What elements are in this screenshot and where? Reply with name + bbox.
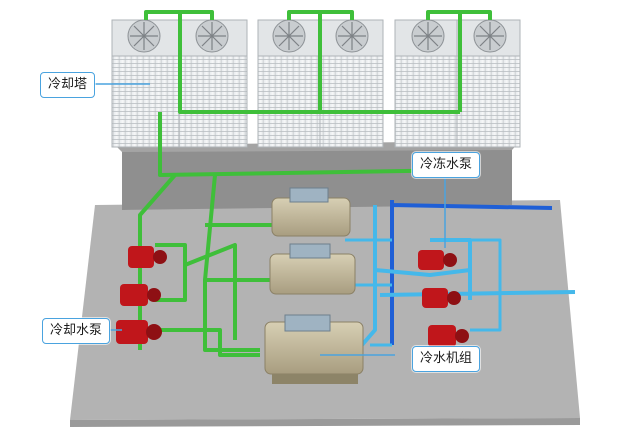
chiller-2 (269, 243, 356, 295)
chiller-3 (264, 314, 364, 384)
label-chiller-unit: 冷水机组 (412, 346, 481, 372)
chilled-water-pumps (418, 250, 469, 347)
cooling-water-pumps (116, 246, 167, 344)
chilled-water-piping (345, 200, 576, 347)
cooling-pump-2 (120, 284, 161, 306)
chiller-1 (271, 187, 351, 237)
cooling-pump-1 (128, 246, 167, 268)
label-chilled-water-pump: 冷冻水泵 (412, 152, 481, 178)
floor-front-edge (70, 418, 580, 427)
fan-icon (272, 19, 306, 53)
fan-icon (335, 19, 369, 53)
label-cooling-water-pump: 冷却水泵 (42, 318, 111, 344)
chilled-pump-3 (428, 325, 469, 347)
cooling-tower-3 (394, 19, 521, 148)
cooling-pump-3 (116, 320, 162, 344)
fan-icon (195, 19, 229, 53)
chiller-units (264, 187, 364, 384)
fan-icon (473, 19, 507, 53)
chilled-pump-1 (418, 250, 457, 270)
cooling-water-piping (138, 10, 492, 357)
fan-icon (411, 19, 445, 53)
leader-lines (95, 83, 446, 356)
chilled-pump-2 (422, 288, 461, 308)
fan-icon (127, 19, 161, 53)
label-cooling-tower: 冷却塔 (40, 72, 96, 98)
